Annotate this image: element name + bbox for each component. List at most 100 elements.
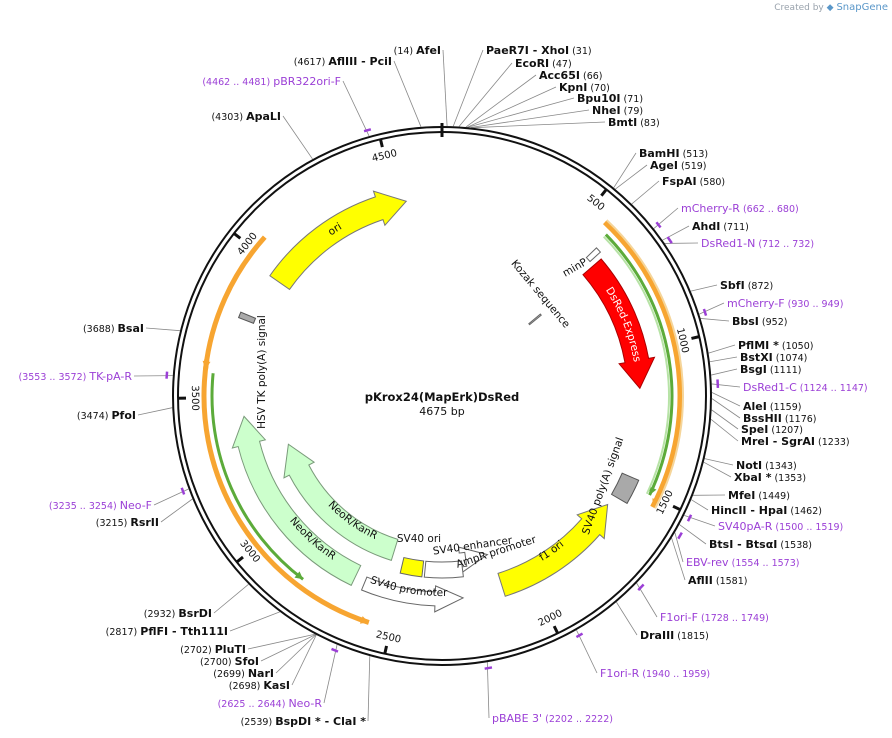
site-btsi-text: BtsI - BtsαI (1538) — [709, 538, 812, 551]
site-mrei-part: MreI — [741, 435, 769, 448]
site-bsai-leader — [145, 327, 181, 332]
site-pflfi: (2817) PflFI - Tth111I — [106, 625, 228, 638]
site-bsrdi-part: (2932) — [144, 609, 179, 620]
site-paer7i-part: - — [529, 44, 541, 57]
site-bstxi-text: BstXI (1074) — [740, 351, 807, 364]
site-ahdi-text: AhdI (711) — [692, 220, 749, 233]
primer-f1orir-part: F1ori-R — [600, 667, 640, 680]
site-ecori-leader — [458, 62, 513, 127]
site-acc65i: Acc65I (66) — [539, 69, 603, 82]
site-bsrdi-text: (2932) BsrDI — [144, 607, 212, 620]
primer-mcherryf-part: (930 .. 949) — [788, 299, 844, 310]
site-sfoi: (2700) SfoI — [200, 655, 259, 668]
site-ahdi-leader — [662, 225, 690, 241]
primer-pbabe3-part: (2202 .. 2222) — [545, 714, 613, 725]
site-kpni-leader — [467, 86, 557, 128]
primer-f1orif-text: F1ori-F (1728 .. 1749) — [660, 611, 769, 624]
site-nari: (2699) NarI — [213, 667, 274, 680]
site-xbai-part: (1353) — [771, 473, 806, 484]
site-agei-part: (519) — [678, 161, 707, 172]
plasmid-size: 4675 bp — [419, 405, 464, 418]
primer-mcherryr-part: (662 .. 680) — [743, 204, 799, 215]
site-bsrdi-leader — [213, 583, 249, 614]
site-nhei: NheI (79) — [592, 104, 643, 117]
site-hincii-part: HpaI — [759, 504, 788, 517]
site-agei: AgeI (519) — [650, 159, 707, 172]
site-nhei-part: NheI — [592, 104, 621, 117]
primer-pbabe3-part: pBABE 3' — [492, 712, 542, 725]
site-btsi-part: BtsI — [709, 538, 733, 551]
primer-ebvrev-part: (1554 .. 1573) — [732, 558, 800, 569]
primer-ebvrev-marker — [677, 531, 683, 540]
site-afei: (14) AfeI — [394, 44, 441, 57]
dsred-green-halo — [603, 236, 670, 495]
site-bspdi-leader — [367, 656, 371, 722]
neor-kanr-inner-feature — [283, 443, 399, 561]
neor-orange-track-head — [359, 616, 369, 624]
site-bsshii-part: BssHII — [743, 412, 782, 425]
site-bsshii-text: BssHII (1176) — [743, 412, 816, 425]
primer-neor-leader — [323, 644, 338, 704]
site-bstxi: BstXI (1074) — [740, 351, 807, 364]
site-alei-text: AleI (1159) — [743, 400, 801, 413]
primer-sv40par-part: (1500 .. 1519) — [775, 522, 843, 533]
site-bspdi-part: ClaI * — [333, 715, 366, 728]
site-spei-leader — [711, 409, 739, 430]
site-bpu10i: Bpu10I (71) — [577, 92, 643, 105]
site-kpni-part: KpnI — [559, 81, 587, 94]
primer-pbr322orif-marker — [363, 128, 372, 133]
site-aflii-leader — [671, 537, 686, 581]
site-bspdi: (2539) BspDI * - ClaI * — [241, 715, 367, 728]
primer-ebvrev-leader — [674, 532, 684, 563]
tick-mark — [552, 625, 560, 634]
site-draiii-part: (1815) — [674, 631, 709, 642]
site-sbfi-part: SbfI — [720, 279, 745, 292]
site-aflii: AflII (1581) — [688, 574, 747, 587]
kozak-feature — [528, 313, 542, 326]
primer-tkpar-text: (3553 .. 3572) TK-pA-R — [18, 370, 132, 383]
primer-f1orir: F1ori-R (1940 .. 1959) — [600, 667, 710, 680]
site-pfoi-leader — [137, 407, 173, 416]
primer-dsred1c-part: (1124 .. 1147) — [800, 383, 868, 394]
site-paer7i-text: PaeR7I - XhoI (31) — [486, 44, 592, 57]
site-afei-leader — [442, 49, 448, 127]
primer-sv40par-part: SV40pA-R — [718, 520, 773, 533]
site-paer7i: PaeR7I - XhoI (31) — [486, 44, 592, 57]
site-bsshii-leader — [711, 398, 741, 419]
site-pfoi: (3474) PfoI — [77, 409, 136, 422]
site-fspai-part: FspAI — [662, 175, 697, 188]
tick-mark — [235, 555, 244, 564]
primer-neor-marker — [331, 647, 339, 653]
site-btsi: BtsI - BtsαI (1538) — [709, 538, 812, 551]
primer-mcherryf: mCherry-F (930 .. 949) — [727, 297, 843, 310]
site-paer7i-part: (31) — [569, 46, 592, 57]
site-pflmi-part: PflMI * — [738, 339, 779, 352]
primer-f1orir-marker — [575, 632, 584, 639]
primer-pbabe3-text: pBABE 3' (2202 .. 2222) — [492, 712, 613, 725]
tick-label: 3500 — [189, 385, 200, 411]
site-afei-part: (14) — [394, 46, 417, 57]
primer-tkpar: (3553 .. 3572) TK-pA-R — [18, 370, 132, 383]
site-bmti: BmtI (83) — [608, 116, 660, 129]
site-hincii-part: (1462) — [787, 506, 822, 517]
site-mfei: MfeI (1449) — [728, 489, 790, 502]
site-spei-part: (1207) — [768, 425, 803, 436]
site-bsgi-leader — [711, 368, 738, 376]
site-bmti-part: BmtI — [608, 116, 637, 129]
minp-feature — [585, 247, 602, 263]
site-bstxi-part: BstXI — [740, 351, 773, 364]
primer-pbabe3-marker — [484, 666, 493, 670]
site-pflfi-leader — [229, 611, 280, 632]
tick-mark — [233, 232, 242, 240]
site-nari-leader — [275, 634, 317, 674]
sv40-promoter-feature — [360, 576, 465, 613]
site-noti-leader — [704, 458, 734, 466]
site-noti-part: (1343) — [762, 461, 797, 472]
site-nari-part: (2699) — [213, 669, 248, 680]
site-afliii-leader — [393, 60, 422, 127]
site-btsi-part: (1538) — [777, 540, 812, 551]
site-bspdi-text: (2539) BspDI * - ClaI * — [241, 715, 367, 728]
site-noti-part: NotI — [736, 459, 762, 472]
site-fspai-leader — [631, 180, 660, 205]
